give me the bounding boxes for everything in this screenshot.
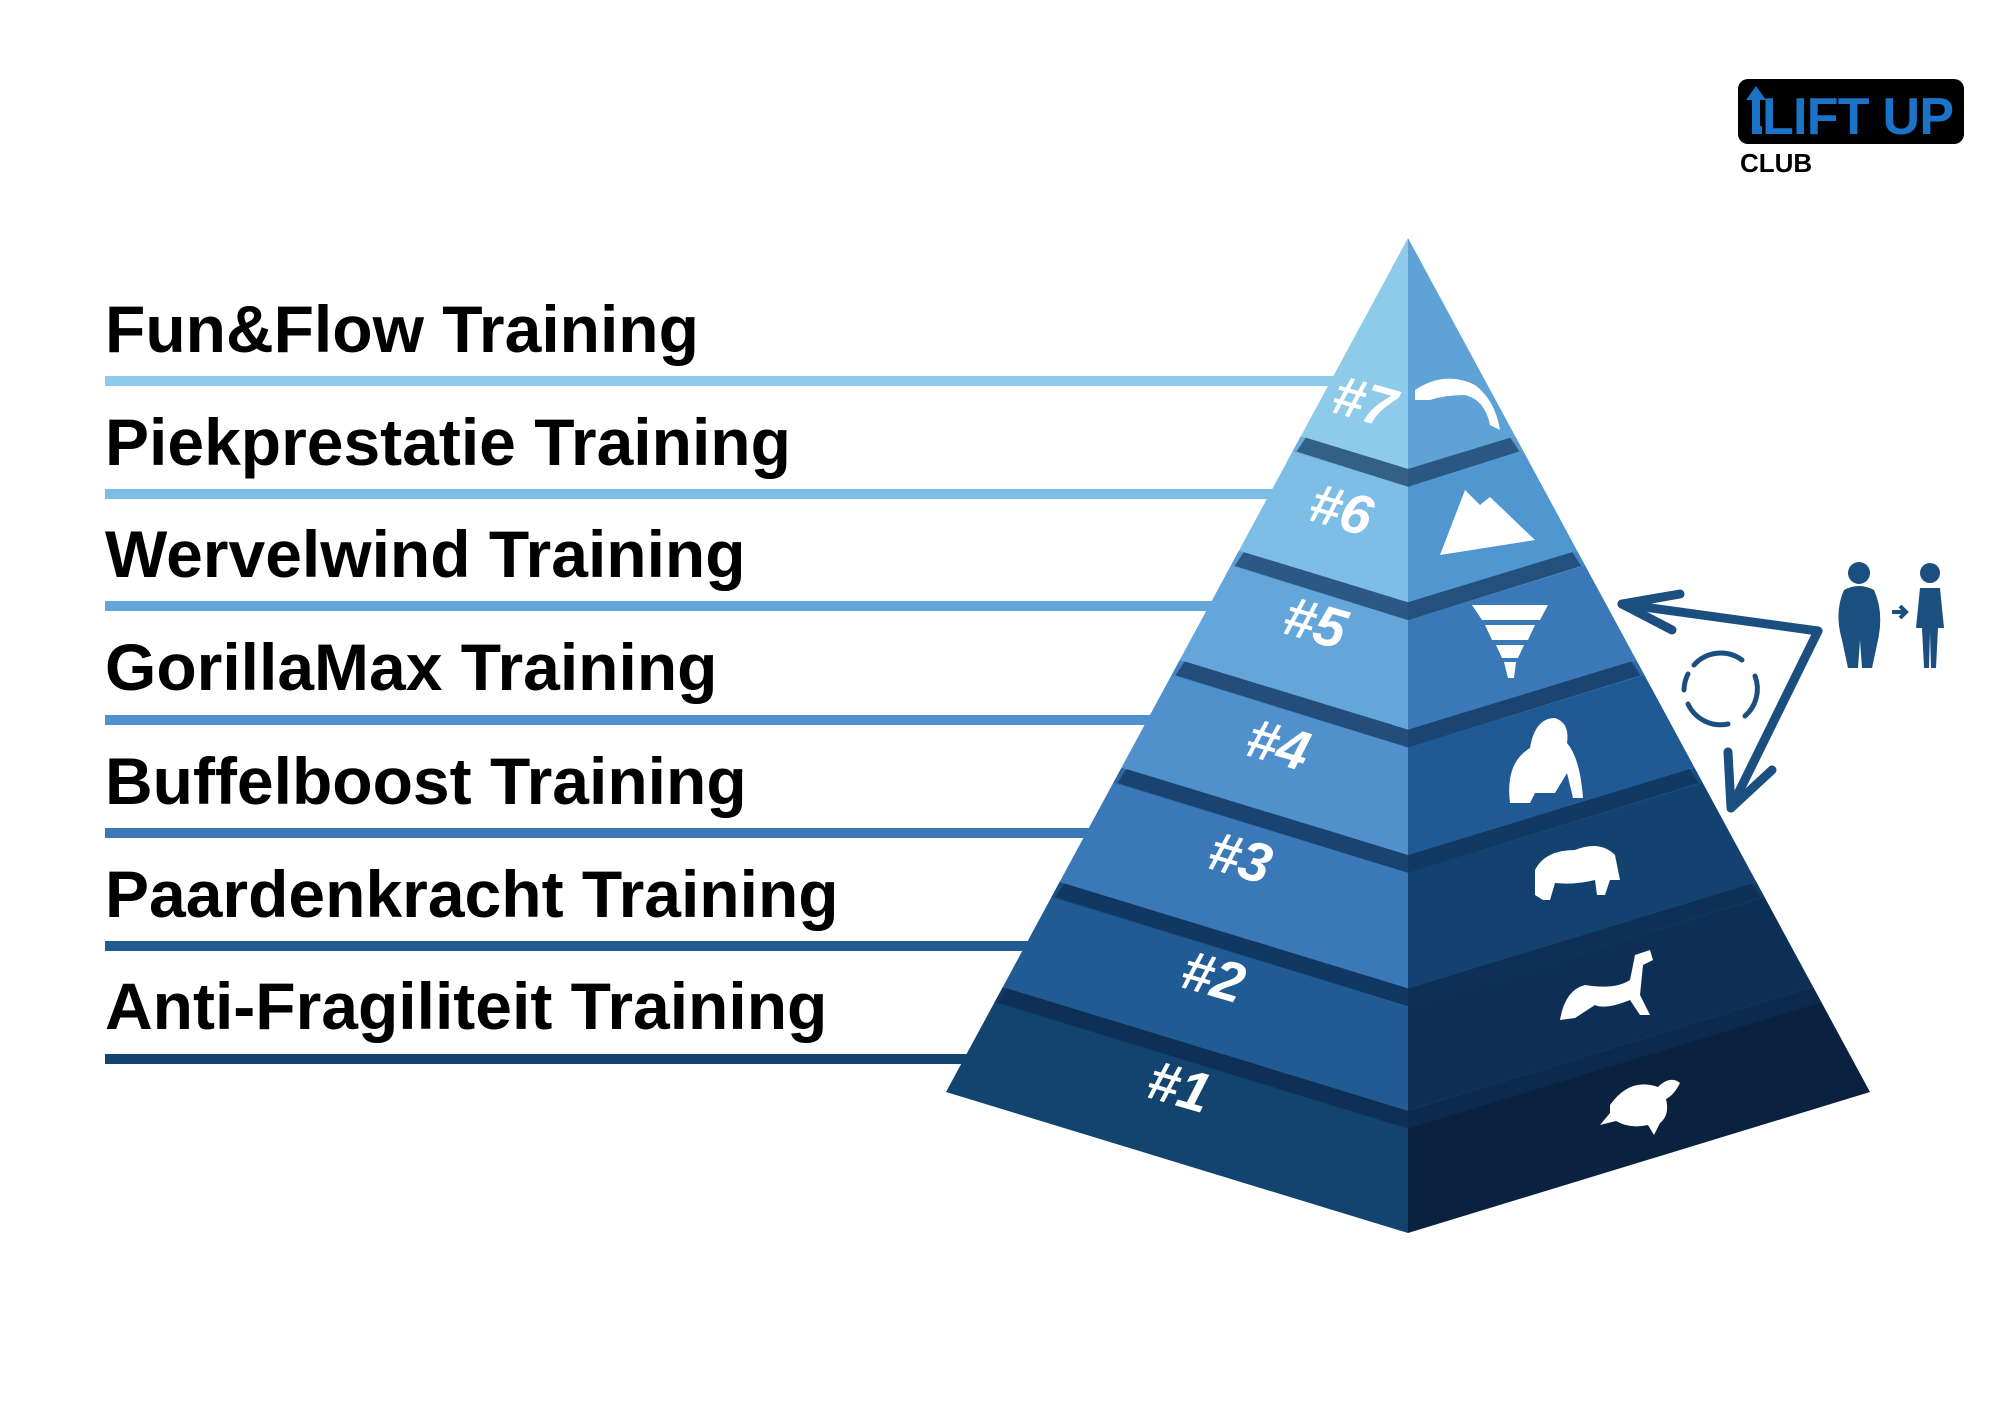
up-arrow-icon [1746, 86, 1766, 134]
horse-icon [1560, 950, 1653, 1020]
label-line [105, 1054, 1405, 1064]
mountain-icon [1440, 490, 1535, 555]
arrow-down-icon [1726, 626, 1823, 813]
dolphin-icon [1415, 378, 1500, 430]
tier-right-face [1408, 238, 1516, 469]
tier-label: Wervelwind Training [105, 517, 746, 591]
tier-label: GorillaMax Training [105, 630, 717, 704]
cycle-arrows [1617, 589, 1823, 813]
tier-left-face [1002, 881, 1408, 1111]
label-line [105, 489, 1405, 499]
logo-main-text: LIFT UP [1762, 88, 1954, 146]
tier-labels: Anti-Fragiliteit Training Paardenkracht T… [105, 292, 839, 1043]
lift-up-club-logo: LIFT UP CLUB [1738, 79, 1964, 178]
tier-left-face [946, 986, 1408, 1233]
label-line [105, 601, 1405, 611]
tier-label: Anti-Fragiliteit Training [105, 969, 827, 1043]
arrow-left-icon [1617, 599, 1823, 636]
tier-3: #3 [1059, 767, 1757, 989]
weight-loss-people-icon [1838, 562, 1944, 668]
tier-5: #5 [1179, 550, 1637, 730]
tier-left-face [1300, 238, 1408, 469]
buffalo-icon [1535, 846, 1620, 900]
gorilla-icon [1509, 718, 1583, 803]
tier-label: Paardenkracht Training [105, 857, 839, 931]
label-line [105, 715, 1405, 725]
logo-sub-text: CLUB [1740, 148, 1812, 178]
tier-2: #2 [1002, 881, 1814, 1111]
label-line [105, 828, 1405, 838]
tier-label: Fun&Flow Training [105, 292, 699, 366]
tier-shadow-strip [1175, 659, 1641, 748]
turtle-icon [1600, 1079, 1680, 1135]
tier-1: #1 [946, 986, 1870, 1233]
tier-6: #6 [1238, 436, 1578, 603]
tier-7: #7 [1300, 238, 1516, 469]
tier-label: Piekprestatie Training [105, 405, 791, 479]
tier-shadow-strip [1234, 550, 1582, 621]
tier-4: #4 [1121, 659, 1695, 855]
tier-left-face [1238, 436, 1408, 603]
label-line [105, 376, 1405, 386]
arrow-down-head-icon [1723, 747, 1777, 813]
pyramid: #1#2#3#4#5#6#7 [946, 238, 1870, 1233]
refresh-cycle-icon [1681, 650, 1760, 728]
label-lines [105, 376, 1405, 1064]
tier-left-face [1059, 767, 1408, 989]
label-line [105, 941, 1405, 951]
tier-label: Buffelboost Training [105, 744, 747, 818]
tornado-icon [1472, 605, 1548, 678]
arrow-left-head-icon [1617, 589, 1685, 635]
